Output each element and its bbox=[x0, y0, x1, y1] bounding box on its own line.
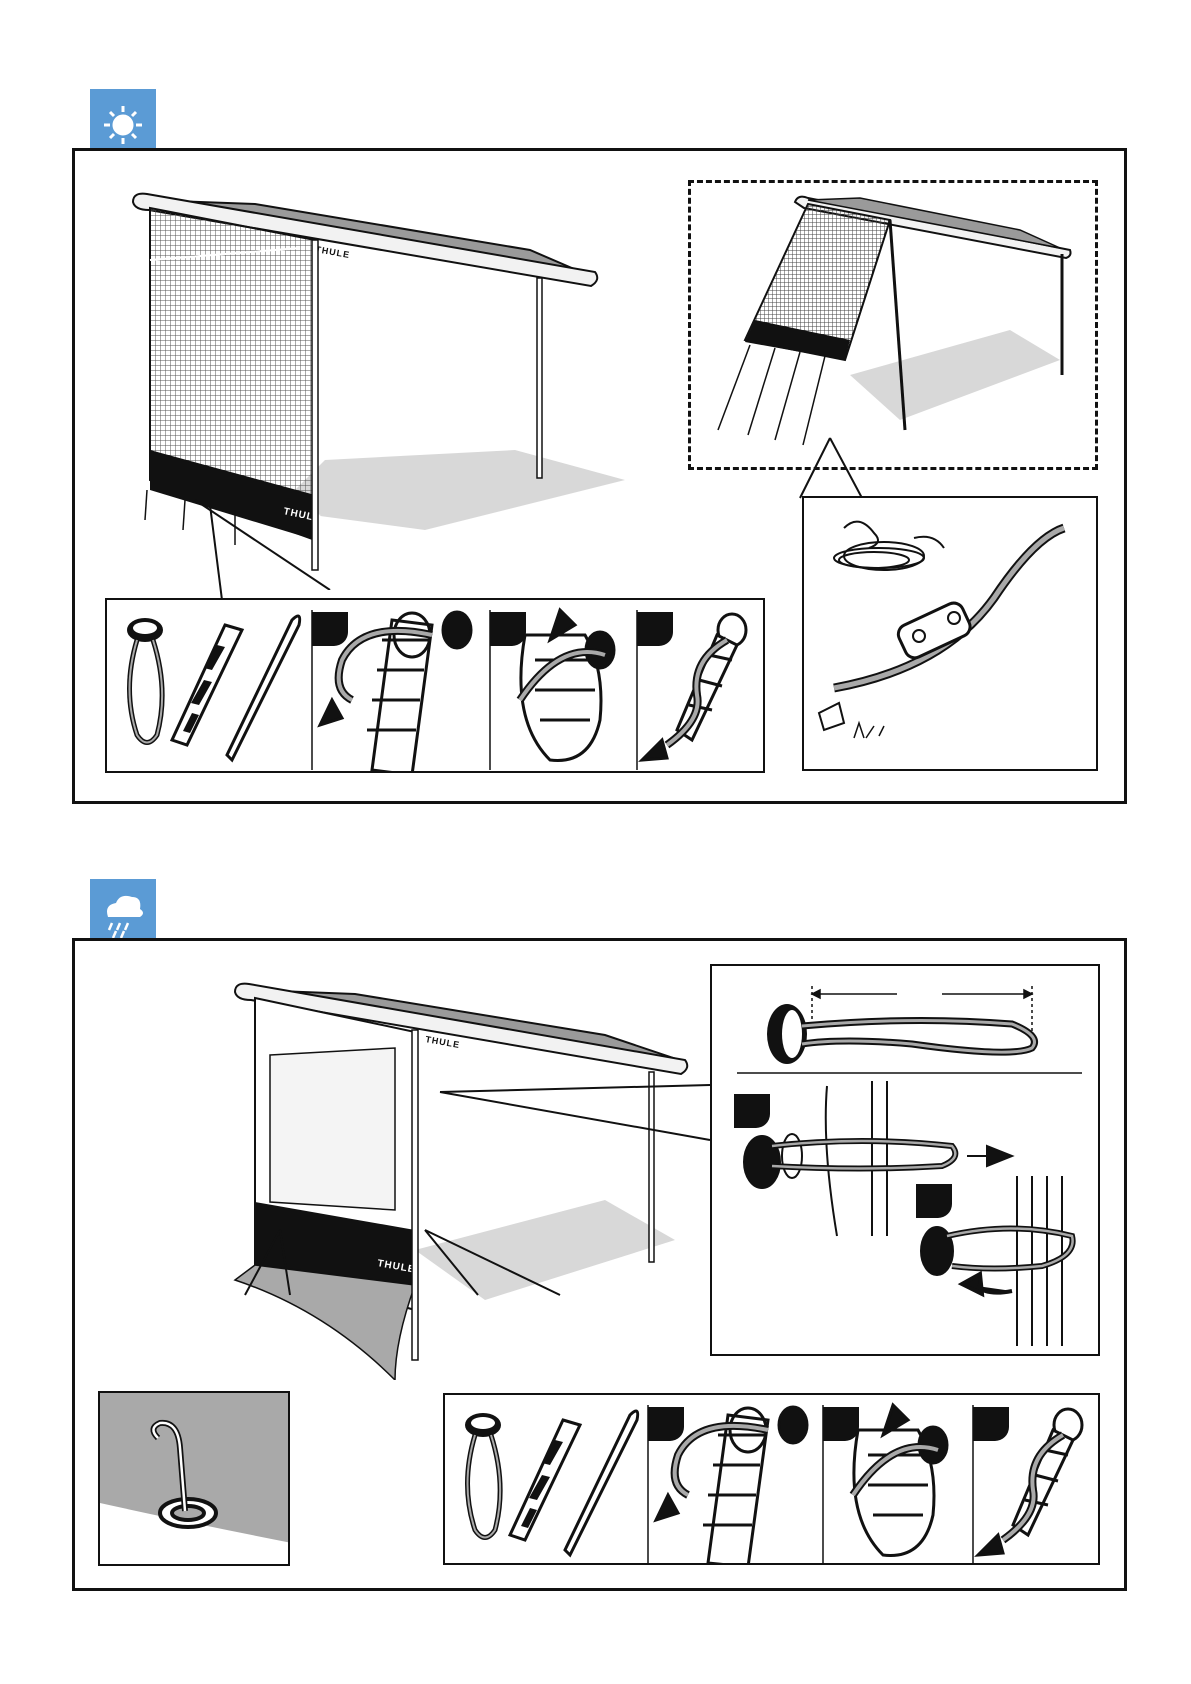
ground-peg-icon bbox=[819, 703, 844, 730]
peg-loop-steps-panel-rain bbox=[443, 1393, 1100, 1565]
step-3-secure-loop-illustration-rain bbox=[978, 1409, 1082, 1555]
step-1-thread-loop-illustration bbox=[320, 612, 471, 773]
eyelet-hook-icon bbox=[153, 1423, 216, 1527]
ladder-strap-icon bbox=[172, 625, 242, 745]
step-1-thread-loop-illustration-rain bbox=[656, 1407, 807, 1565]
coiled-rope-icon bbox=[834, 522, 944, 570]
step-1-bungee-illustration bbox=[744, 1081, 1012, 1236]
bungee-ball-icon bbox=[767, 1004, 1035, 1064]
step-2-flag-rain-detail bbox=[916, 1184, 952, 1218]
bungee-attachment-detail bbox=[710, 964, 1100, 1356]
step-1-flag-rain-detail bbox=[734, 1094, 770, 1128]
ground-sheet-hook-detail bbox=[98, 1391, 290, 1566]
step-2-wrap-loop-illustration-rain bbox=[853, 1405, 947, 1556]
rubber-loop-icon bbox=[127, 618, 163, 743]
peg-loop-steps-panel-sun bbox=[105, 598, 765, 773]
step-2-wrap-loop-illustration bbox=[520, 610, 614, 761]
bungee-length-indicator bbox=[812, 986, 1032, 1046]
ladder-strap-icon-rain bbox=[510, 1420, 580, 1540]
guy-rope-tensioner-detail bbox=[802, 496, 1098, 771]
rubber-loop-icon-rain bbox=[465, 1413, 501, 1538]
step-3-secure-loop-illustration bbox=[642, 614, 746, 760]
